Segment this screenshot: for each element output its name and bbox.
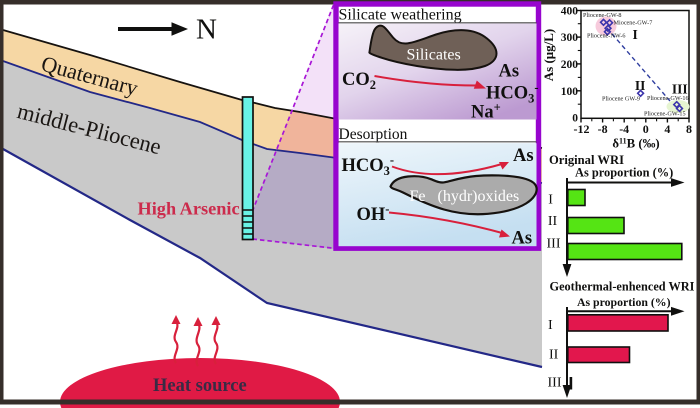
svg-text:4: 4	[664, 122, 670, 136]
svg-text:II: II	[549, 348, 559, 363]
svg-text:As proportion (%): As proportion (%)	[577, 295, 671, 309]
svg-text:Original WRI: Original WRI	[549, 153, 624, 167]
svg-text:Silicates: Silicates	[407, 47, 461, 64]
svg-text:As: As	[499, 62, 520, 82]
svg-text:-12: -12	[574, 122, 590, 136]
svg-text:Miocene-GW-7: Miocene-GW-7	[614, 20, 653, 27]
svg-text:100: 100	[561, 86, 579, 98]
svg-text:Geothermal-enhenced WRI: Geothermal-enhenced WRI	[550, 280, 695, 294]
svg-text:I: I	[633, 27, 638, 42]
svg-text:Pliocene-GW-15: Pliocene-GW-15	[644, 111, 686, 118]
svg-text:Pliocene-NW-6: Pliocene-NW-6	[587, 33, 626, 40]
svg-text:OH-: OH-	[357, 202, 390, 225]
svg-text:As: As	[513, 146, 534, 166]
svg-text:III: III	[547, 237, 561, 252]
svg-text:II: II	[548, 214, 558, 229]
svg-text:Heat source: Heat source	[153, 376, 247, 396]
svg-text:Pliocene-GW-16: Pliocene-GW-16	[647, 95, 689, 102]
svg-text:-4: -4	[619, 122, 629, 136]
svg-text:As proportion (%): As proportion (%)	[575, 166, 673, 180]
svg-text:Desorption: Desorption	[339, 126, 408, 143]
svg-text:Silicate weathering: Silicate weathering	[339, 7, 462, 24]
svg-text:I: I	[548, 193, 553, 208]
svg-text:N: N	[196, 14, 217, 46]
svg-text:0: 0	[572, 113, 578, 125]
svg-text:200: 200	[561, 59, 579, 71]
svg-text:Pliocene-GW-8: Pliocene-GW-8	[583, 12, 622, 19]
svg-text:0: 0	[643, 122, 649, 136]
svg-text:III: III	[548, 376, 562, 391]
svg-text:Fe (hydr)oxides: Fe (hydr)oxides	[410, 188, 520, 205]
svg-text:I: I	[548, 318, 553, 333]
svg-text:Na+: Na+	[471, 101, 501, 123]
svg-text:Pliocene GW-9: Pliocene GW-9	[602, 96, 640, 103]
svg-text:CO2: CO2	[342, 70, 376, 92]
svg-text:300: 300	[561, 32, 579, 44]
svg-text:8: 8	[686, 122, 692, 136]
svg-text:400: 400	[561, 6, 579, 18]
svg-text:High Arsenic: High Arsenic	[138, 199, 240, 219]
svg-text:As (μg/L): As (μg/L)	[541, 29, 556, 82]
svg-text:-8: -8	[598, 122, 608, 136]
svg-text:III: III	[672, 81, 688, 96]
svg-text:As: As	[512, 229, 533, 249]
svg-text:II: II	[635, 78, 646, 93]
